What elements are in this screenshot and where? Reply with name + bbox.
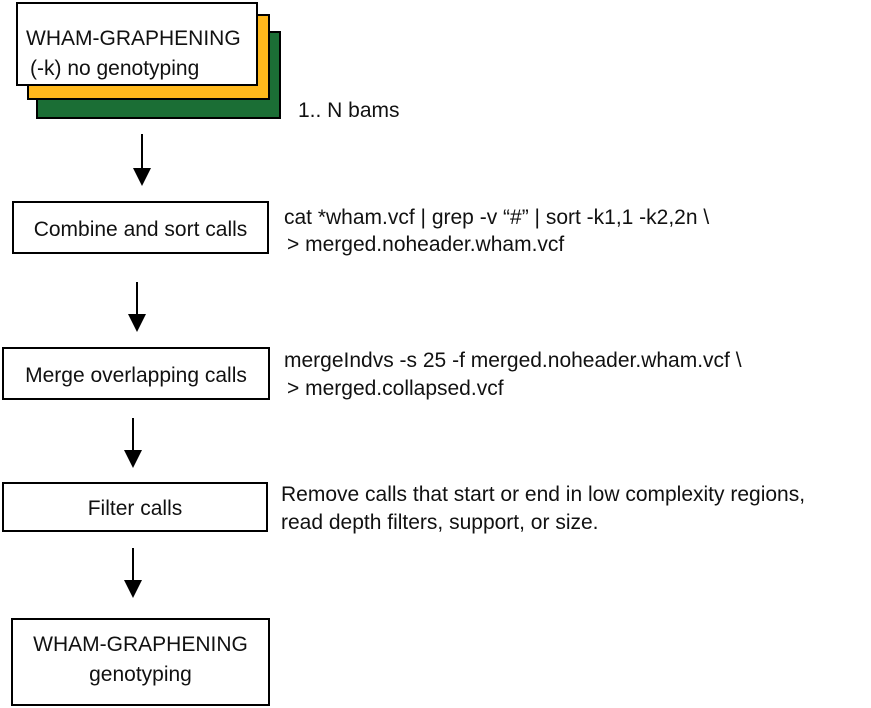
filter-description-line2: read depth filters, support, or size. [281,511,599,534]
bam-count-label: 1.. N bams [298,99,400,122]
merge-label: Merge overlapping calls [25,364,247,387]
combine-sort-box: Combine and sort calls [12,201,269,254]
genotyping-title: WHAM-GRAPHENING [33,633,248,656]
wham-calling-subtitle: (-k) no genotyping [30,57,200,80]
arrow-combine-to-merge [128,282,146,332]
filter-label: Filter calls [87,497,183,520]
filter-box: Filter calls [2,482,268,532]
genotyping-subtitle: genotyping [89,663,192,686]
merge-command-line1: mergeIndvs -s 25 -f merged.noheader.wham… [284,349,742,372]
wham-calling-title: WHAM-GRAPHENING [26,27,241,50]
arrow-filter-to-genotyping [124,548,142,598]
arrow-calling-to-combine [133,134,151,186]
merge-box: Merge overlapping calls [2,347,270,400]
genotyping-box: WHAM-GRAPHENING genotyping [11,618,270,706]
filter-description-line1: Remove calls that start or end in low co… [281,483,806,506]
combine-sort-label: Combine and sort calls [33,218,248,241]
arrow-merge-to-filter [124,418,142,468]
combine-command-line1: cat *wham.vcf | grep -v “#” | sort -k1,1… [284,206,710,229]
merge-command-line2: > merged.collapsed.vcf [287,377,504,400]
wham-calling-box: WHAM-GRAPHENING (-k) no genotyping [16,2,258,86]
combine-command-line2: > merged.noheader.wham.vcf [287,233,565,256]
